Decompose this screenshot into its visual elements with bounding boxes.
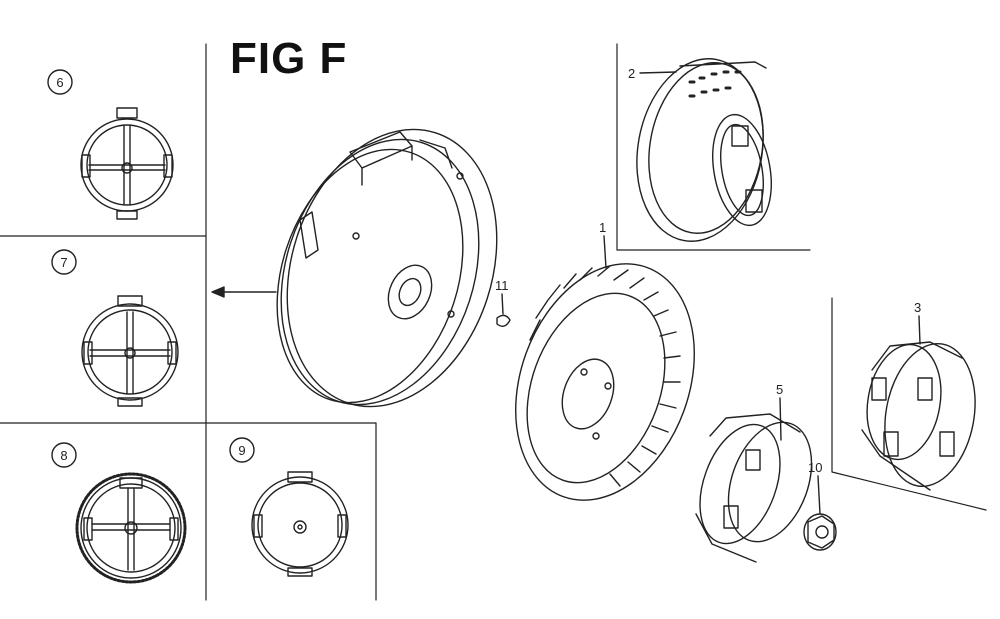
- variant-7-flywheel-face: [81, 295, 179, 407]
- svg-text:6: 6: [56, 75, 63, 90]
- svg-text:1: 1: [599, 220, 606, 235]
- flywheel-main: [276, 128, 498, 408]
- svg-text:10: 10: [808, 460, 822, 475]
- callout-10: 10: [808, 460, 822, 515]
- variant-9-flywheel-plain: [251, 471, 349, 577]
- callout-7: 7: [51, 249, 77, 275]
- panel-borders: [0, 43, 377, 601]
- panel-3-border: [831, 297, 987, 511]
- svg-text:3: 3: [914, 300, 921, 315]
- starter-cup: [861, 341, 976, 491]
- callout-8: 8: [51, 442, 77, 468]
- callout-9: 9: [229, 437, 255, 463]
- svg-text:11: 11: [495, 278, 509, 293]
- variant-8-flywheel-with-ring-gear: [75, 472, 187, 584]
- direction-arrow: [211, 286, 277, 298]
- variant-6-flywheel-face: [80, 107, 174, 220]
- svg-text:2: 2: [628, 66, 635, 81]
- svg-text:8: 8: [60, 448, 67, 463]
- svg-text:7: 7: [60, 255, 67, 270]
- callout-1: 1: [599, 220, 607, 269]
- svg-text:5: 5: [776, 382, 783, 397]
- svg-text:9: 9: [238, 443, 245, 458]
- flange-nut: [803, 513, 837, 551]
- starter-pulley-screen: [636, 58, 772, 242]
- callout-6: 6: [47, 69, 73, 95]
- callout-3: 3: [914, 300, 921, 345]
- figure-title: FIG F: [230, 34, 348, 83]
- callout-2: 2: [628, 66, 677, 81]
- woodruff-key: [496, 314, 511, 327]
- panel-2-border: [616, 43, 811, 251]
- cooling-fan: [515, 263, 695, 501]
- starter-pulley: [695, 413, 813, 563]
- callout-11: 11: [495, 278, 509, 315]
- callout-5: 5: [776, 382, 783, 441]
